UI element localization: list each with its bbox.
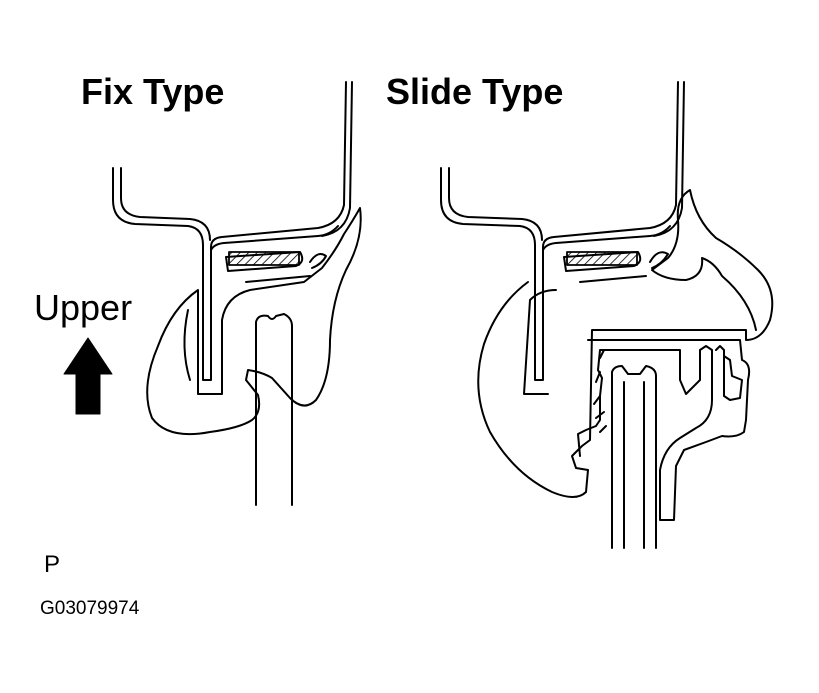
- fix-glass-right-edge: [321, 81, 353, 237]
- slide-clip-spring: [593, 349, 607, 433]
- slide-glass-panel: [440, 81, 679, 381]
- slide-inner-panel: [542, 225, 671, 251]
- fix-type-title: Fix Type: [81, 71, 225, 112]
- fix-glass-panel: [112, 81, 347, 381]
- slide-glass-right-edge: [653, 81, 685, 237]
- slide-glass-inner-line: [623, 381, 645, 549]
- slide-right-tab: [715, 345, 743, 401]
- slide-type-title: Slide Type: [386, 71, 564, 112]
- fix-inner-panel: [210, 225, 339, 251]
- slide-weatherstrip: [477, 189, 774, 498]
- fix-strip-inner-curve: [183, 309, 191, 381]
- slide-type-diagram: [440, 81, 774, 549]
- view-letter: P: [44, 551, 61, 578]
- slide-track: [577, 339, 751, 521]
- figure-code: G03079974: [40, 598, 140, 619]
- up-arrow-icon: [63, 337, 113, 415]
- slide-lower-line: [579, 275, 647, 283]
- slide-glass-lower: [611, 365, 657, 549]
- fix-weatherstrip: [146, 207, 362, 436]
- fix-lower-line: [245, 275, 311, 283]
- upper-direction-label: Upper: [34, 287, 133, 328]
- fix-lip: [225, 251, 327, 272]
- fix-glass-lower: [255, 313, 293, 506]
- fix-type-diagram: [112, 81, 362, 506]
